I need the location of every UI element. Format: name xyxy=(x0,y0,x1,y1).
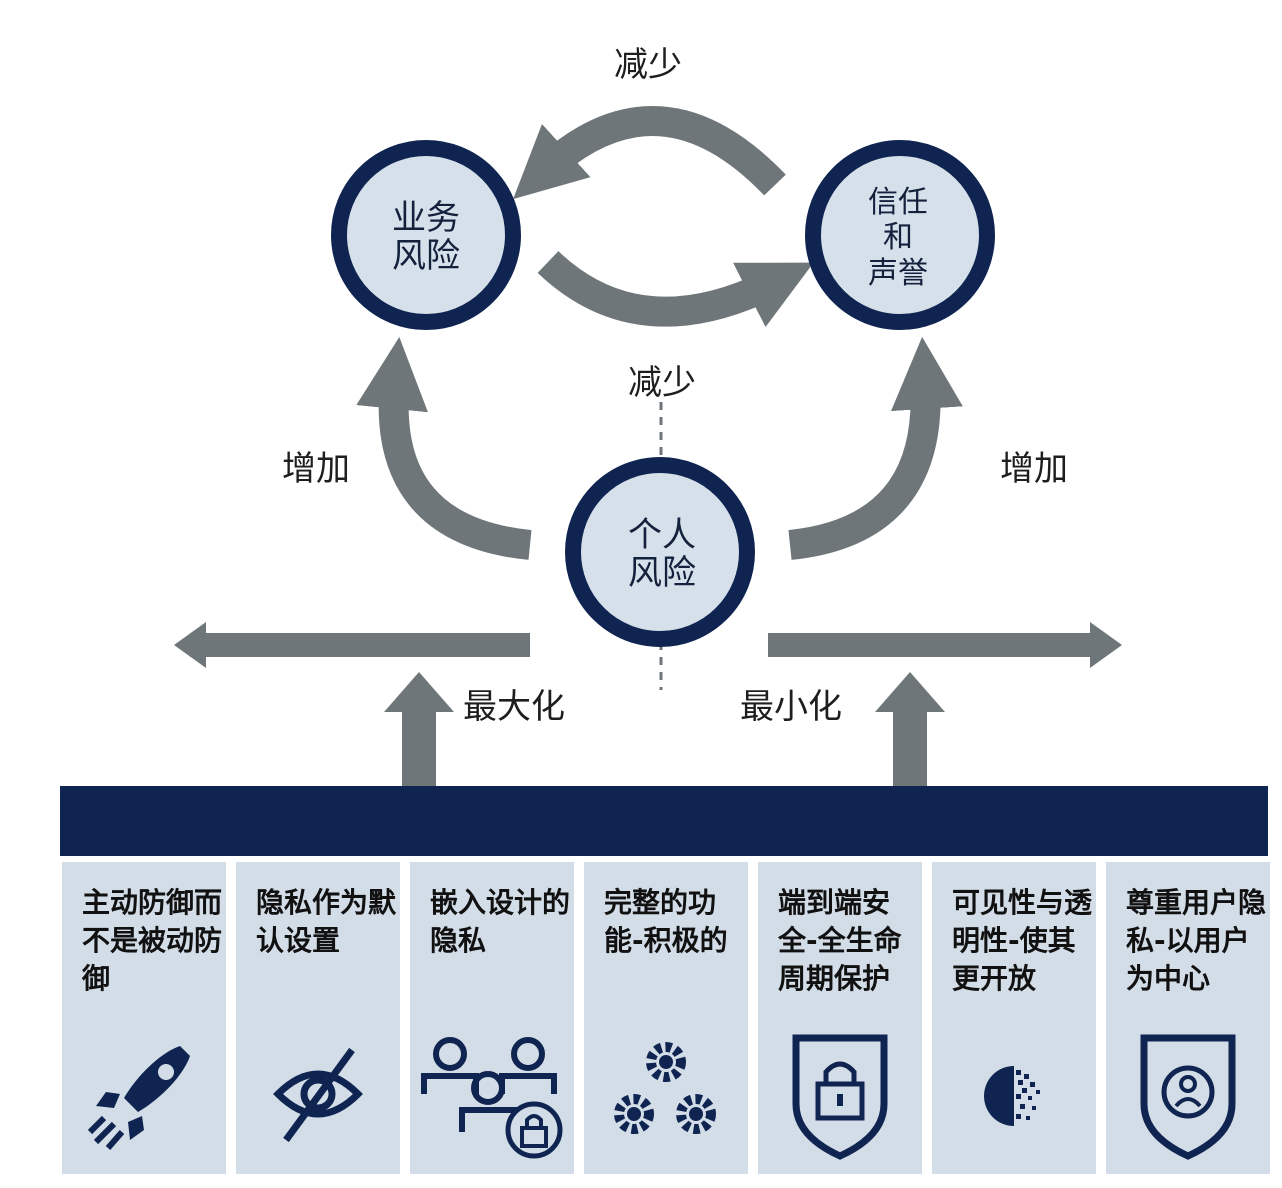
principle-text-4: 完整的功能-积极的 xyxy=(604,886,728,957)
shield-user-icon xyxy=(1140,1034,1236,1160)
arrow-personal-to-trust xyxy=(788,336,963,560)
trust-line-1: 信任 xyxy=(868,184,928,220)
trust-label: 信任 和 声誉 xyxy=(868,185,928,291)
label-reduce-top: 减少 xyxy=(614,45,682,85)
business-risk-line-2: 风险 xyxy=(392,236,460,276)
arrow-business-to-trust xyxy=(537,250,814,328)
principle-text-6: 可见性与透明性-使其更开放 xyxy=(952,886,1093,995)
personal-risk-line-2: 风险 xyxy=(628,553,696,593)
trust-line-2: 和 xyxy=(883,220,913,256)
arrow-up-left-head xyxy=(384,672,454,712)
principle-text-7: 尊重用户隐私-以用户为中心 xyxy=(1126,886,1267,995)
principle-text-5: 端到端安全-全生命周期保护 xyxy=(778,886,902,995)
principle-panel-4: 完整的功能-积极的 xyxy=(584,862,748,1174)
eye-slash-icon xyxy=(273,1047,363,1143)
label-reduce-mid: 减少 xyxy=(628,363,696,403)
rocket-icon xyxy=(87,1046,190,1150)
arrow-up-right xyxy=(893,712,927,792)
principles-header-bar xyxy=(60,786,1268,856)
label-increase-right: 增加 xyxy=(1000,449,1068,489)
gears-icon xyxy=(614,1042,716,1134)
principle-panel-2: 隐私作为默认设置 xyxy=(236,862,400,1174)
personal-risk-line-1: 个人 xyxy=(628,514,696,555)
circle-trust xyxy=(805,140,995,330)
half-circle-icon xyxy=(984,1066,1040,1126)
label-maximize: 最大化 xyxy=(463,687,565,727)
label-increase-left: 增加 xyxy=(282,449,350,489)
principle-panel-3: 嵌入设计的隐私 xyxy=(410,862,574,1174)
circle-personal-risk xyxy=(565,457,755,647)
principle-text-2: 隐私作为默认设置 xyxy=(256,886,397,957)
business-risk-label: 业务 风险 xyxy=(392,199,460,275)
principle-panel-1: 主动防御而不是被动防御 xyxy=(62,862,226,1174)
arrow-up-right-head xyxy=(875,672,945,712)
principle-panel-5: 端到端安全-全生命周期保护 xyxy=(758,862,922,1174)
principle-text-1: 主动防御而不是被动防御 xyxy=(82,886,223,995)
circle-business-risk xyxy=(331,140,521,330)
people-lock-icon xyxy=(421,1037,563,1159)
business-risk-line-1: 业务 xyxy=(392,197,460,238)
arrow-minimize-head xyxy=(1090,622,1122,668)
arrow-trust-to-business xyxy=(513,106,786,200)
arrow-maximize-head xyxy=(174,622,206,668)
principle-panel-6: 可见性与透明性-使其更开放 xyxy=(932,862,1096,1174)
shield-lock-icon xyxy=(792,1034,888,1160)
personal-risk-label: 个人 风险 xyxy=(628,516,696,592)
arrow-up-left xyxy=(402,712,436,792)
principle-text-3: 嵌入设计的隐私 xyxy=(430,886,571,957)
principle-panel-7: 尊重用户隐私-以用户为中心 xyxy=(1106,862,1270,1174)
label-minimize: 最小化 xyxy=(740,687,842,727)
trust-line-3: 声誉 xyxy=(868,255,928,291)
arrow-personal-to-business xyxy=(356,337,532,560)
